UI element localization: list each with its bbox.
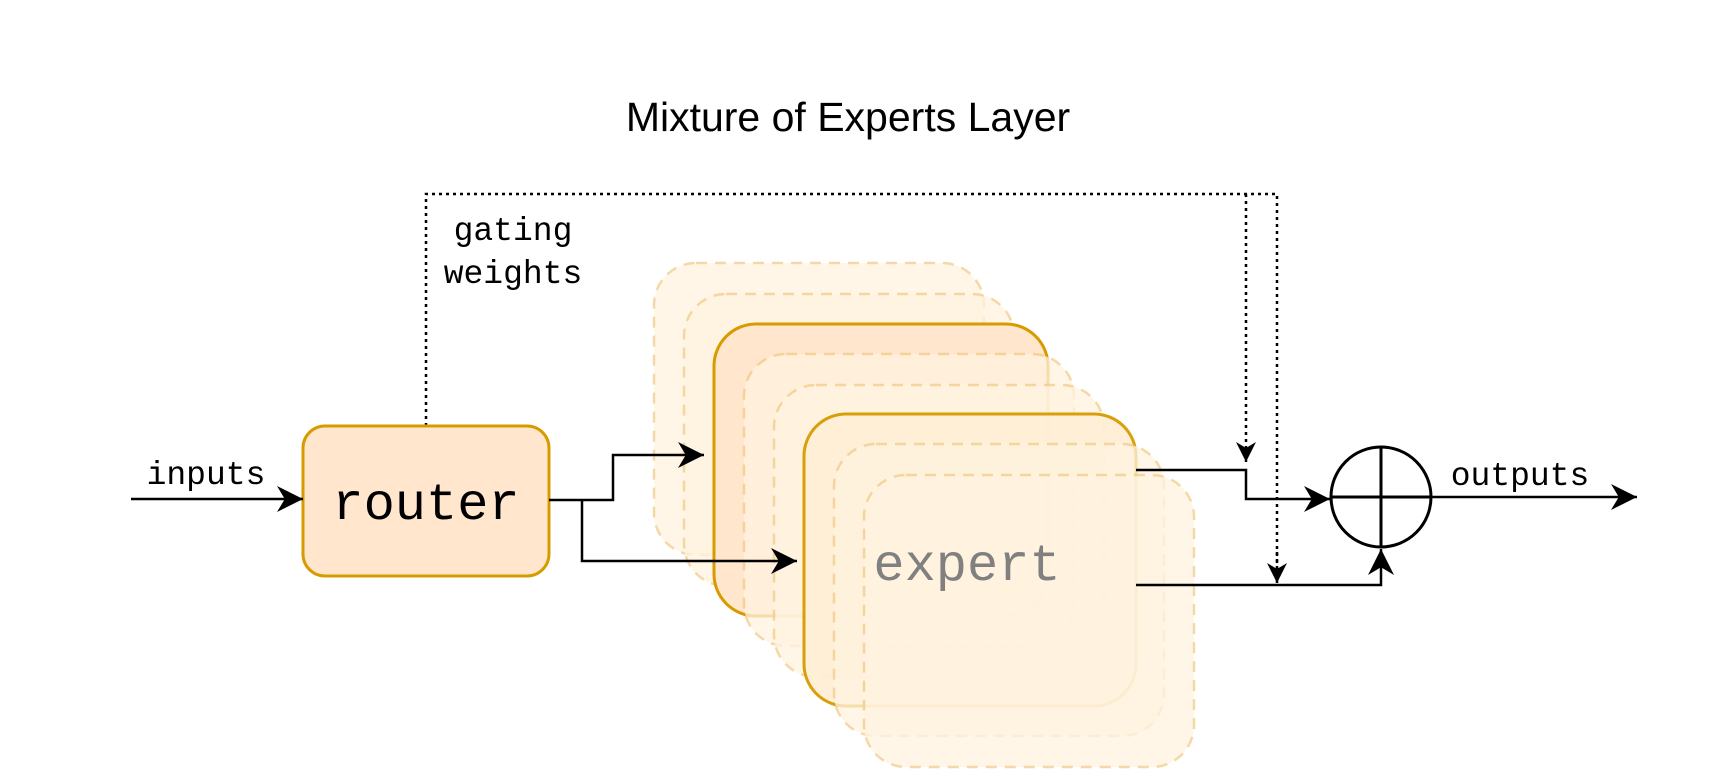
inactive-expert-box: [862, 473, 1196, 769]
router-to-expert-arrow-bottom: [580, 500, 797, 574]
outputs-label: outputs: [1451, 458, 1590, 495]
gating-label-line2: weights: [444, 256, 583, 293]
router-label: router: [332, 476, 519, 535]
circled-plus-icon: [1329, 445, 1433, 549]
expert-label: expert: [873, 537, 1060, 596]
diagram-title: Mixture of Experts Layer: [626, 94, 1070, 140]
inputs-label: inputs: [147, 457, 266, 494]
gating-label-line1: gating: [454, 213, 573, 250]
inactive-experts-front: [832, 442, 1196, 769]
expert-to-sum-arrow-bottom: [1136, 549, 1394, 587]
expert-to-sum-arrow-top: [1136, 468, 1330, 512]
